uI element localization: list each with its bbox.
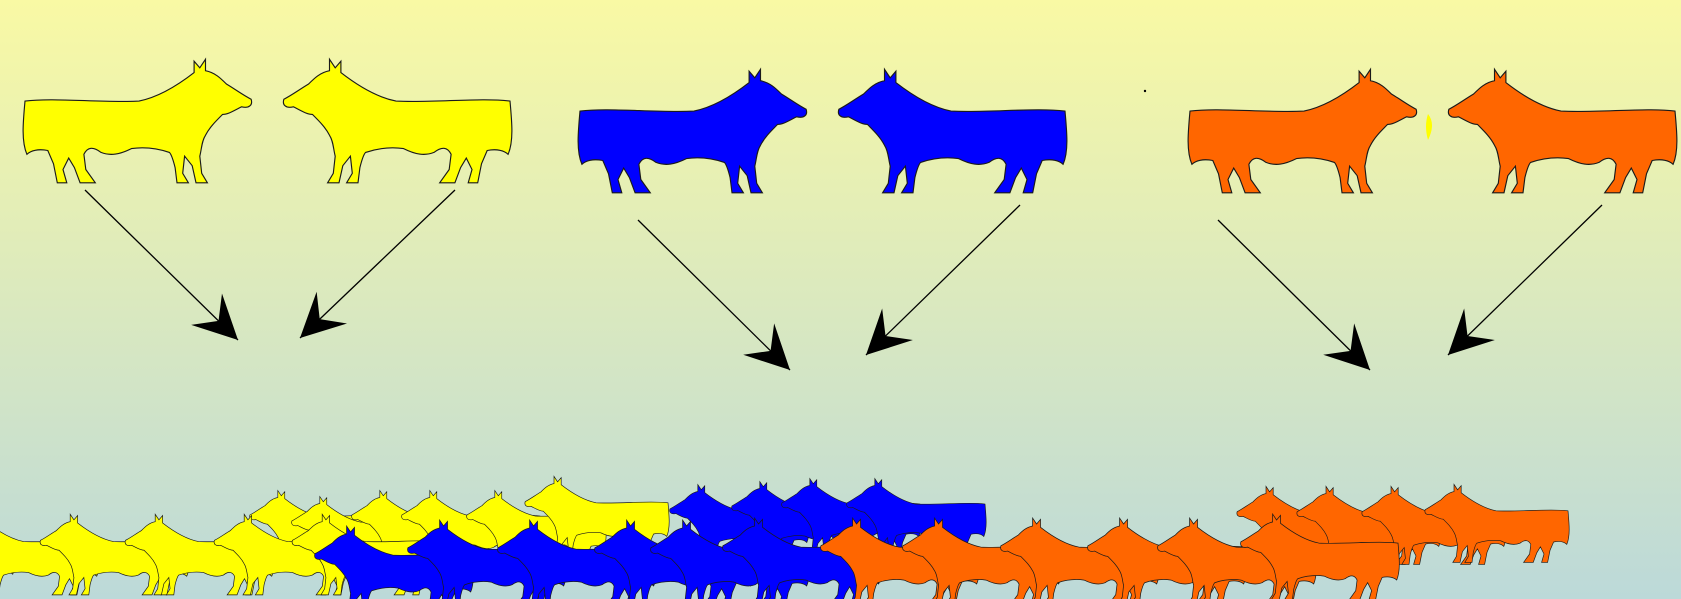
stray-dot (1144, 90, 1146, 92)
